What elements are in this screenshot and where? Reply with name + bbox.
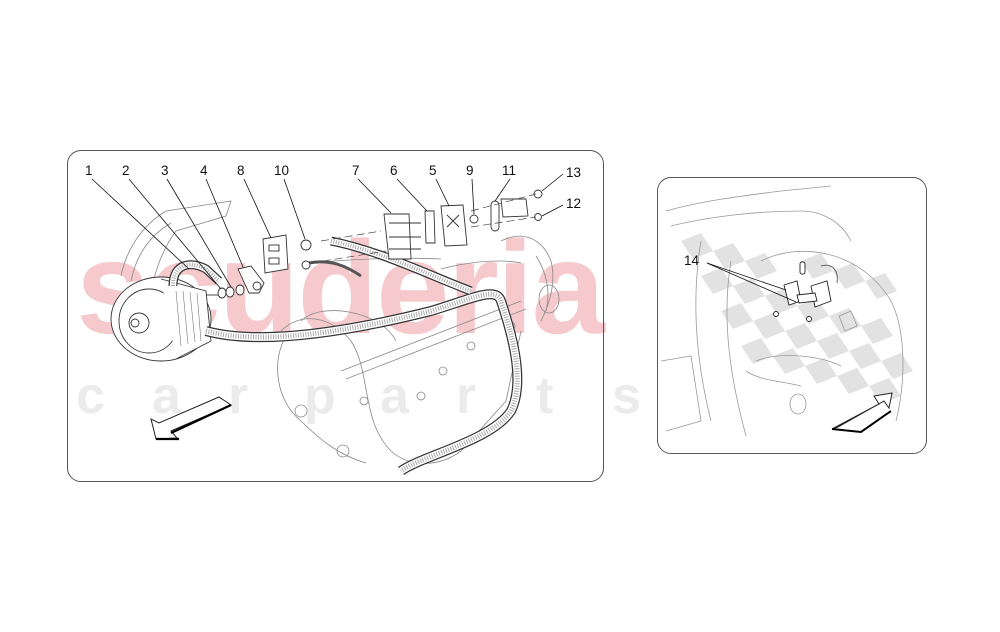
callout-3[interactable]: 3 xyxy=(161,163,169,178)
leader-lines-detail xyxy=(706,262,797,303)
callout-13[interactable]: 13 xyxy=(566,165,582,180)
main-view-panel xyxy=(67,150,604,482)
terminal-block xyxy=(383,213,412,260)
callout-12[interactable]: 12 xyxy=(566,196,582,211)
detail-view-panel xyxy=(657,177,927,454)
direction-arrow-down-left xyxy=(150,396,233,440)
leader-lines xyxy=(91,173,564,290)
callout-10[interactable]: 10 xyxy=(274,163,290,178)
callout-5[interactable]: 5 xyxy=(429,163,437,178)
callout-7[interactable]: 7 xyxy=(352,163,360,178)
checkered-flag-watermark xyxy=(681,233,913,404)
callout-4[interactable]: 4 xyxy=(200,163,208,178)
direction-arrow-up-right xyxy=(831,392,893,430)
callout-6[interactable]: 6 xyxy=(390,163,398,178)
main-view-drawing xyxy=(91,173,564,476)
main-cable xyxy=(168,236,523,476)
callout-9[interactable]: 9 xyxy=(466,163,474,178)
callout-8[interactable]: 8 xyxy=(237,163,245,178)
alternator xyxy=(110,276,221,362)
callout-1[interactable]: 1 xyxy=(85,163,93,178)
callout-11[interactable]: 11 xyxy=(502,163,517,178)
detail-view-drawing xyxy=(660,185,913,437)
callout-2[interactable]: 2 xyxy=(122,163,130,178)
callout-14[interactable]: 14 xyxy=(684,253,700,268)
bracket xyxy=(262,234,289,274)
